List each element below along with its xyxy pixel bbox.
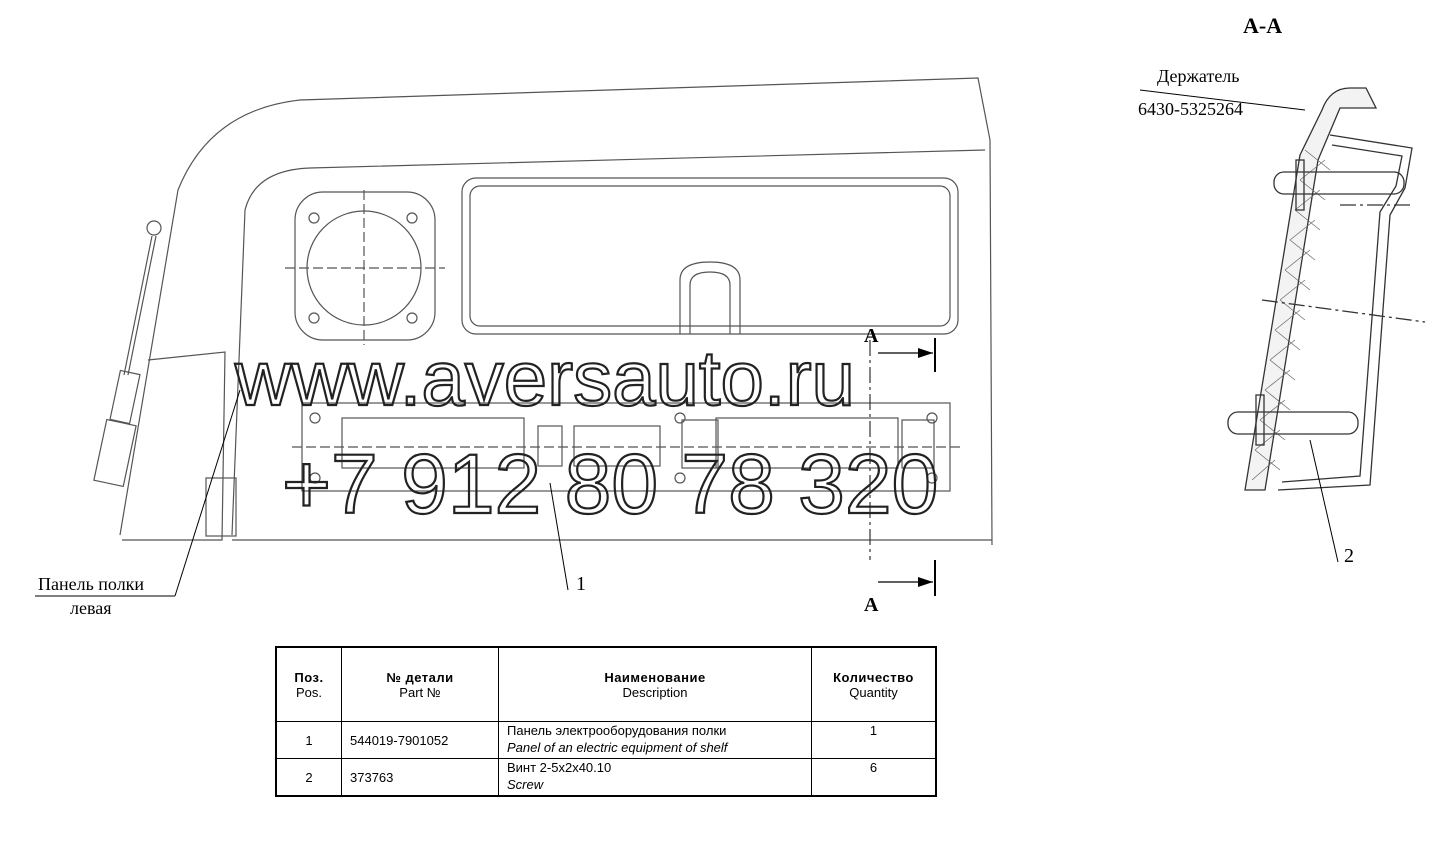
section-view (1139, 87, 1426, 563)
leader-left-panel (174, 389, 241, 597)
cut-label-bottom: A (864, 594, 879, 616)
cell-quantity: 6 (811, 758, 937, 797)
left-panel-label-1: Панель полки (38, 574, 144, 594)
screw-upper (1273, 171, 1405, 195)
cell-quantity: 1 (811, 721, 937, 759)
watermark-phone: +7 912 80 78 320 (282, 437, 938, 531)
left-latch (205, 477, 237, 537)
cell-part: 373763 (341, 758, 499, 797)
leader-holder (1139, 89, 1306, 111)
left-shelf-panel (122, 351, 226, 541)
holder-hatch (1251, 149, 1331, 481)
header-pos: Поз.Pos. (275, 646, 342, 722)
watermark-site: www.aversauto.ru (234, 334, 855, 422)
screw-lower (1227, 411, 1359, 435)
leader-pos-2 (1309, 439, 1339, 563)
glove-box-handle (679, 261, 741, 334)
main-view (35, 77, 993, 597)
cell-part: 544019-7901052 (341, 721, 499, 759)
antenna-rod (123, 235, 153, 376)
cell-pos: 1 (275, 721, 342, 759)
glove-box (461, 177, 959, 335)
leader-pos-1 (549, 482, 569, 591)
left-panel-label-2: левая (70, 598, 112, 618)
antenna-base (109, 369, 141, 425)
callout-1: 1 (576, 573, 586, 595)
speaker-frame (294, 191, 436, 341)
cab-inner-outline (231, 149, 986, 536)
cell-pos: 2 (275, 758, 342, 797)
antenna-mount (93, 418, 137, 488)
cut-label-top: A (864, 325, 879, 347)
section-title: А-А (1243, 13, 1282, 38)
callout-2: 2 (1344, 545, 1354, 567)
panel-profile (1277, 134, 1413, 491)
holder-part-label: 6430-5325264 (1138, 99, 1243, 119)
holder-name-label: Держатель (1157, 66, 1240, 86)
table-row: 1 544019-7901052 Панель электрооборудова… (275, 721, 937, 759)
antenna-tip (146, 220, 162, 236)
cab-outline (119, 77, 993, 546)
